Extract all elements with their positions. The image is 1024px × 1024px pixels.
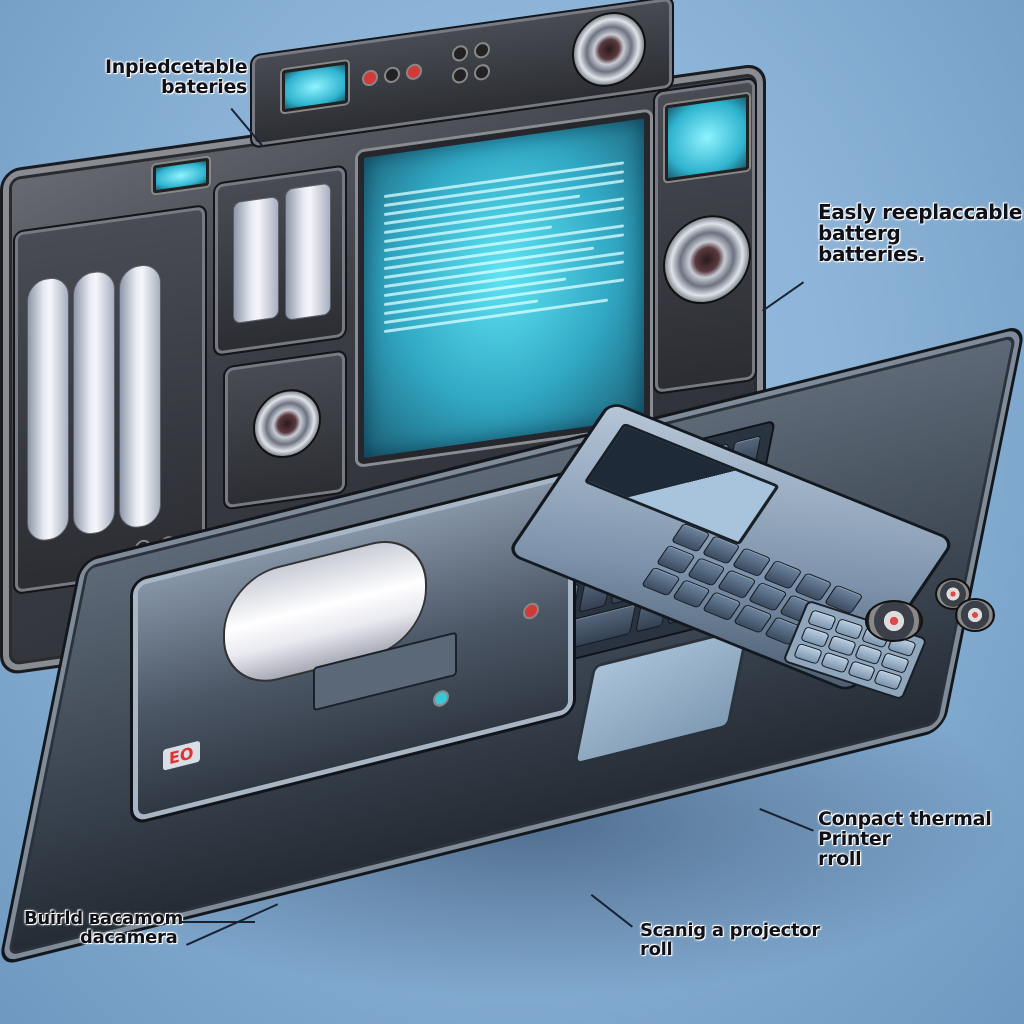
printer-badge: EO: [163, 740, 200, 771]
callout-right-upper: Easly reeplaccable batterg batteries.: [818, 202, 1022, 265]
power-button[interactable]: [362, 68, 378, 88]
keypad-button[interactable]: [474, 41, 490, 60]
camera-lens-icon: [253, 384, 321, 463]
keypad-button[interactable]: [452, 66, 468, 85]
record-button[interactable]: [406, 62, 422, 81]
keypad-button[interactable]: [474, 63, 490, 82]
battery-pack: [233, 195, 279, 325]
battery-bay-swappable: [213, 164, 347, 358]
callout-line: Conpact thermal: [818, 808, 992, 830]
callout-line: batteries.: [818, 242, 926, 266]
callout-line: Printer: [818, 827, 891, 850]
leader-line: [762, 281, 804, 312]
callout-line: Buirld ʙacamom: [24, 908, 183, 929]
battery-cell: [27, 275, 69, 544]
camera-module-right: [653, 76, 757, 396]
callout-bottom-left: Buirld ʙacamom dacamera: [24, 908, 183, 948]
screen-text-line: [384, 278, 624, 316]
screen-text-line: [384, 260, 624, 298]
control-button[interactable]: [384, 65, 400, 85]
callout-line: rroll: [818, 847, 862, 870]
printer-status-light: [523, 601, 539, 622]
callout-bottom-center: Scanig a projector roll: [640, 920, 820, 960]
top-camera-lens-icon: [572, 7, 646, 92]
keypad-button[interactable]: [452, 44, 468, 63]
status-display: [282, 61, 348, 113]
callout-line: Easly reeplaccable: [818, 200, 1023, 224]
status-display-small: [153, 157, 209, 194]
control-dial[interactable]: [865, 600, 923, 642]
battery-cell: [119, 262, 161, 531]
built-in-camera-bay: [223, 349, 347, 511]
leader-line: [180, 921, 255, 923]
printer-feed-button[interactable]: [433, 688, 449, 709]
battery-pack: [285, 182, 331, 321]
callout-top-left: Inpiedcetable bateries: [105, 56, 248, 98]
battery-cell: [73, 268, 115, 537]
callout-line: dacamera: [80, 926, 178, 948]
projector-lens-icon: [663, 209, 751, 310]
callout-line: Inpiedcetable: [105, 56, 248, 78]
callout-right-lower: Conpact thermal Printer rroll: [818, 808, 992, 870]
callout-line: roll: [640, 938, 673, 960]
camera-preview-screen: [665, 93, 749, 182]
control-knob[interactable]: [955, 598, 995, 632]
callout-line: batterg: [818, 221, 901, 245]
screen-text-line: [384, 161, 624, 199]
callout-line: Scanig a projector: [640, 920, 820, 941]
callout-line: bateries: [161, 75, 248, 98]
